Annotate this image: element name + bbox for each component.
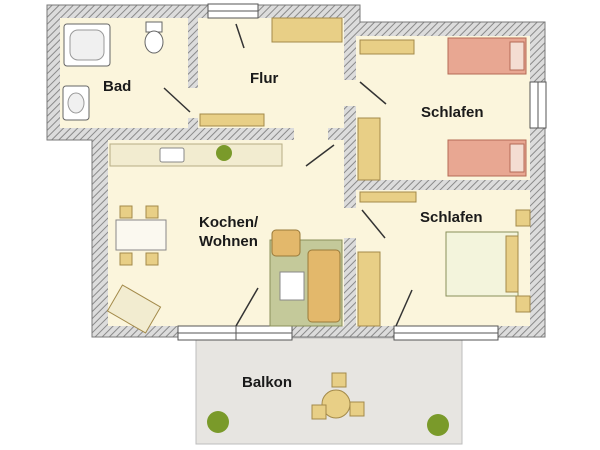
- armchair: [106, 284, 162, 334]
- nightstand: [515, 209, 531, 227]
- sofa: [307, 249, 341, 323]
- room-label-balkon: Balkon: [242, 374, 292, 391]
- kitchen-sink-icon: [159, 147, 185, 163]
- room-label-schlafen-1: Schlafen: [421, 104, 484, 121]
- room-label-flur: Flur: [250, 70, 278, 87]
- chair-icon: [311, 404, 327, 420]
- schlafen-1-furniture: [357, 37, 527, 181]
- chair-icon: [145, 252, 159, 266]
- armchair: [271, 229, 301, 257]
- kitchen-counter: [109, 143, 283, 167]
- balcony-floor: [195, 337, 463, 445]
- chair-icon: [119, 205, 133, 219]
- room-labels: Bad Flur Schlafen Kochen/ Wohnen Schlafe…: [103, 70, 484, 391]
- chair-icon: [119, 252, 133, 266]
- chair-icon: [331, 372, 347, 388]
- dresser: [359, 39, 415, 55]
- doors: [163, 23, 413, 327]
- wardrobe: [357, 251, 381, 327]
- balcony-furniture: [207, 372, 449, 436]
- plant-icon: [207, 411, 229, 433]
- wardrobe: [271, 17, 343, 43]
- room-label-kochen-line1: Kochen/: [199, 214, 259, 231]
- dining-table: [115, 219, 167, 251]
- room-label-kochen-line2: Wohnen: [199, 233, 258, 250]
- chair-icon: [145, 205, 159, 219]
- room-label-bad: Bad: [103, 78, 131, 95]
- chair-icon: [349, 401, 365, 417]
- plant-icon: [216, 145, 232, 161]
- shoe-bench: [199, 113, 265, 127]
- kitchen-furniture: [106, 143, 343, 334]
- plant-icon: [427, 414, 449, 436]
- nightstand: [515, 295, 531, 313]
- flur-furniture: [199, 17, 343, 127]
- desk: [357, 117, 381, 181]
- bathroom-fixtures: [62, 21, 164, 121]
- room-floors: [60, 18, 530, 326]
- schlafen-2-furniture: [357, 191, 531, 327]
- windows: [177, 3, 547, 341]
- dresser: [359, 191, 417, 203]
- room-label-schlafen-2: Schlafen: [420, 209, 483, 226]
- coffee-table: [279, 271, 305, 301]
